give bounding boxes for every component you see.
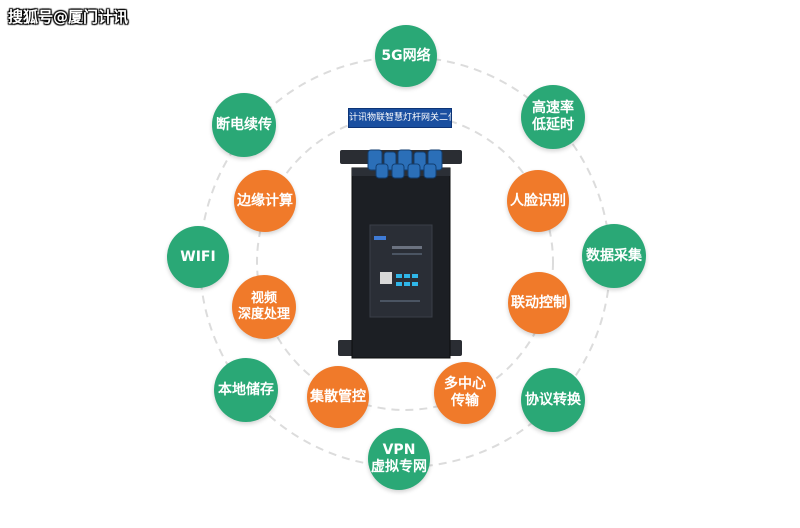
node-edge-computing: 边缘计算	[234, 170, 296, 232]
node-vpn: VPN 虚拟专网	[368, 428, 430, 490]
node-linkage-control: 联动控制	[508, 272, 570, 334]
node-wifi: WIFI	[167, 226, 229, 288]
node-face-recognition: 人脸识别	[507, 170, 569, 232]
device-name-label: 计讯物联智慧灯杆网关二代	[348, 108, 452, 128]
node-power-resume: 断电续传	[212, 93, 276, 157]
node-5g-network: 5G网络	[375, 25, 437, 87]
node-multi-center-transmission: 多中心 传输	[434, 362, 496, 424]
gateway-device-image	[338, 149, 462, 359]
node-data-collection: 数据采集	[582, 224, 646, 288]
node-protocol-conversion: 协议转换	[521, 368, 585, 432]
node-local-storage: 本地储存	[214, 358, 278, 422]
node-video-processing: 视频 深度处理	[232, 275, 296, 339]
inner-ring	[256, 113, 554, 411]
node-cluster-control: 集散管控	[307, 366, 369, 428]
node-low-latency: 高速率 低延时	[521, 85, 585, 149]
watermark-text: 搜狐号@厦门计讯	[8, 8, 129, 26]
